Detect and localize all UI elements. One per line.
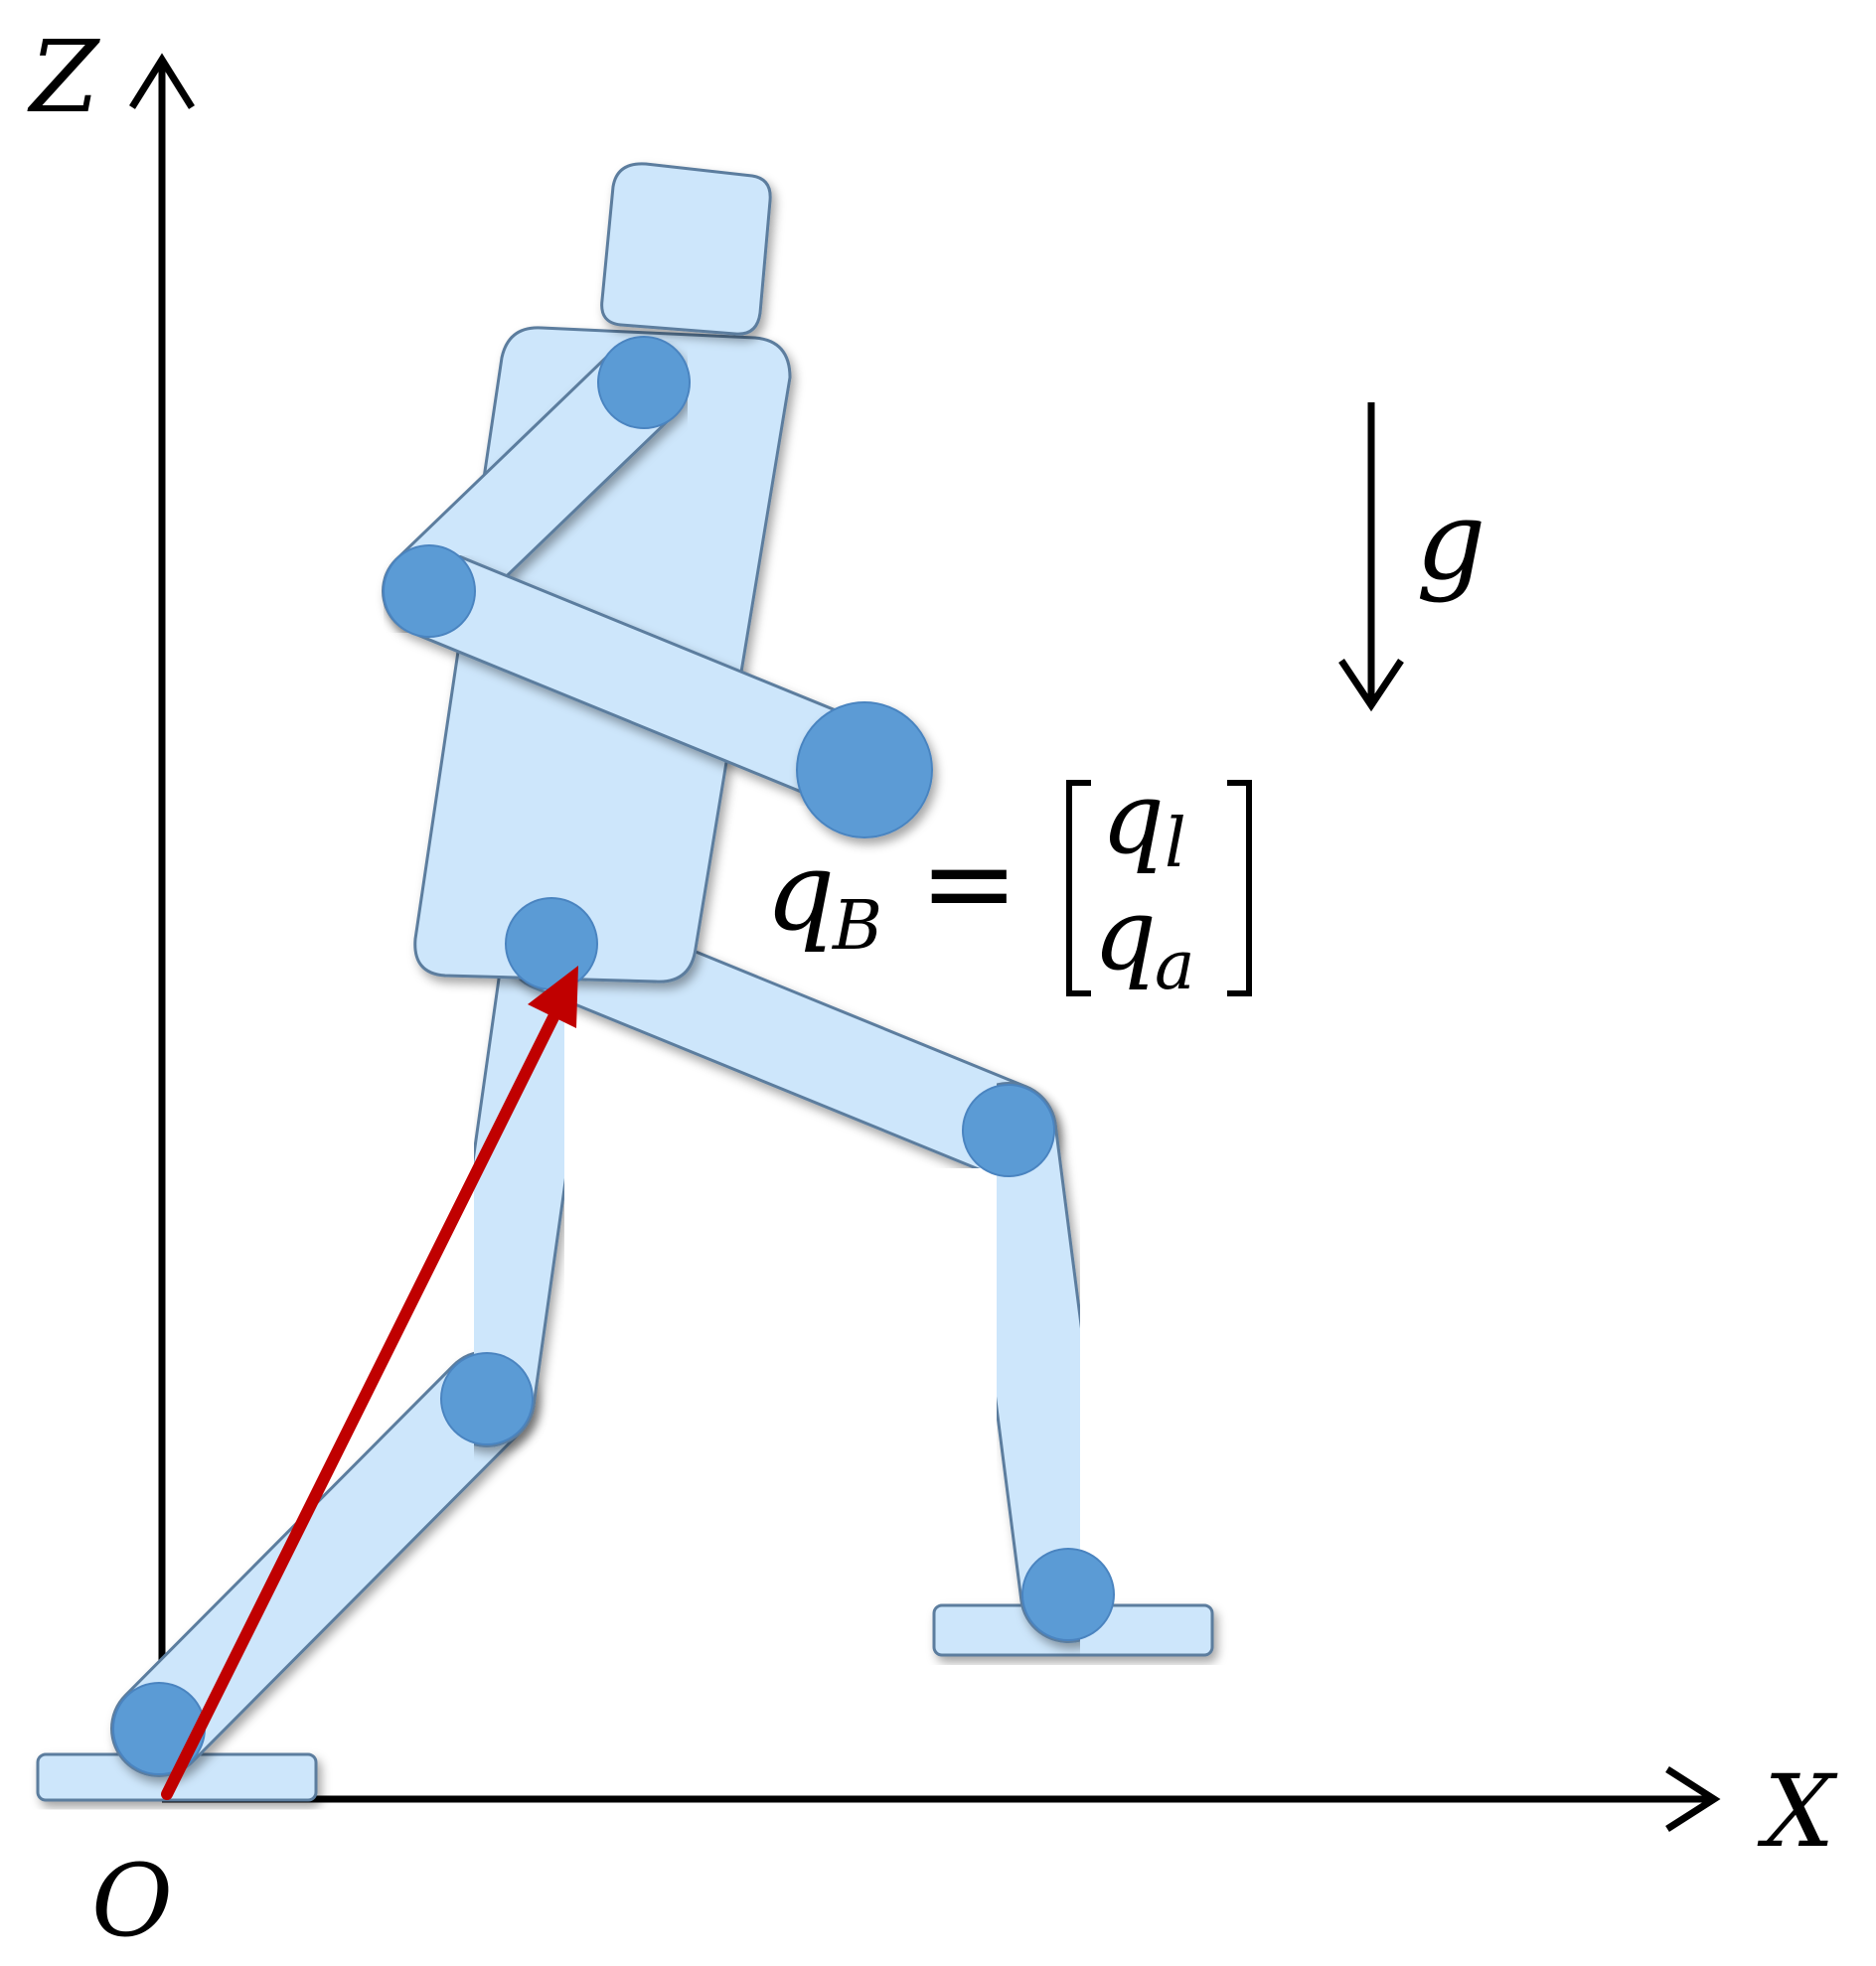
head	[600, 162, 772, 336]
origin-label: O	[91, 1843, 173, 1959]
left-knee-joint	[440, 1352, 534, 1445]
x-axis	[162, 1766, 1721, 1832]
q-bottom-symbol: q	[1093, 876, 1157, 992]
q-top-symbol: q	[1101, 760, 1165, 876]
elbow-joint	[383, 544, 476, 638]
q-top-subscript: l	[1165, 805, 1186, 883]
upper-arm	[382, 337, 690, 637]
q-bottom-subscript: a	[1155, 927, 1195, 1005]
left-bracket	[1066, 780, 1091, 996]
left-thigh	[438, 895, 600, 1447]
right-knee-joint	[962, 1084, 1055, 1177]
hip-joint	[505, 897, 598, 990]
gravity-arrow	[1338, 402, 1404, 712]
base-position-vector	[161, 966, 578, 1800]
z-axis	[129, 53, 195, 1799]
q-base-symbol: q	[765, 828, 835, 955]
x-axis-label: X	[1757, 1753, 1838, 1870]
left-shin	[110, 1350, 536, 1777]
right-bracket	[1227, 780, 1252, 996]
generalized-coordinates-equation: q B = q l q a	[765, 760, 1252, 1005]
right-shin	[960, 1082, 1117, 1643]
joints	[112, 336, 1115, 1775]
forearm	[382, 545, 910, 816]
z-axis-label: Z	[27, 19, 100, 135]
right-ankle-joint	[1021, 1548, 1115, 1641]
left-ankle-joint	[112, 1682, 206, 1775]
q-base-subscript: B	[831, 887, 882, 966]
shoulder-joint	[597, 336, 691, 429]
gravity-label: g	[1416, 477, 1485, 604]
hand-joint	[796, 701, 933, 838]
equals-sign: =	[919, 815, 1019, 953]
